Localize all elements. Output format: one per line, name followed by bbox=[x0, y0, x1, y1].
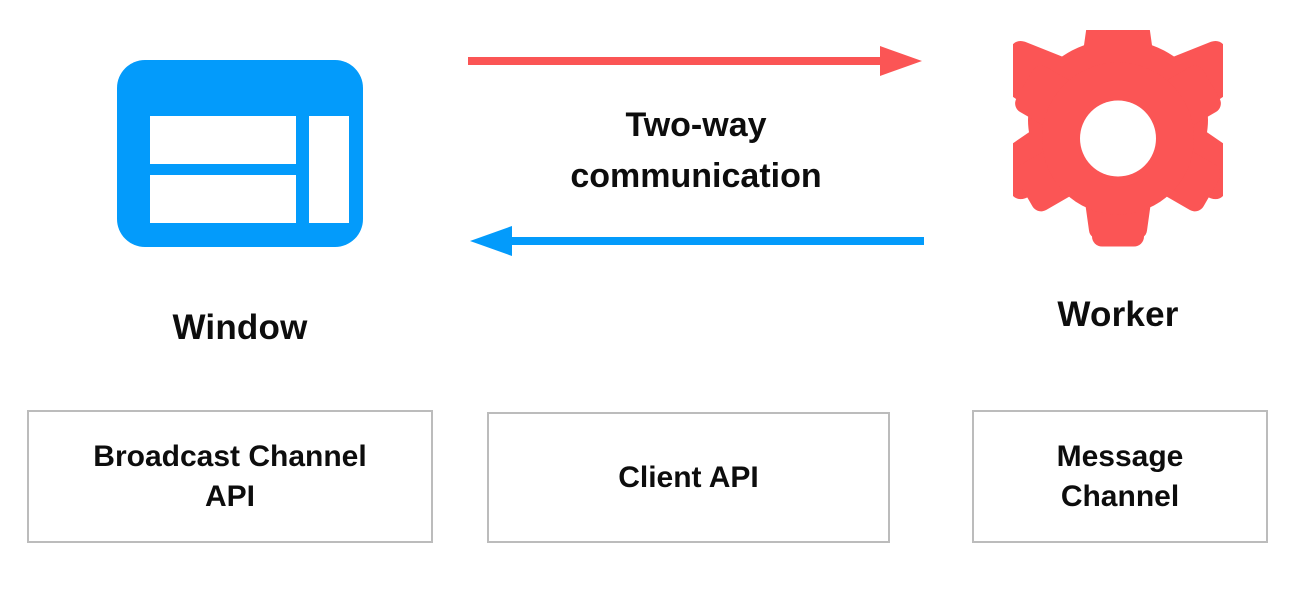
client-api-label: Client API bbox=[618, 460, 759, 494]
message-channel-label: Message Channel bbox=[1056, 439, 1184, 513]
client-api-box[interactable]: Client API bbox=[487, 412, 890, 543]
two-way-communication-label-line-2: communication bbox=[570, 157, 822, 195]
window-node-label: Window bbox=[172, 308, 308, 347]
gear-icon bbox=[991, 1, 1245, 247]
browser-window-icon bbox=[117, 60, 363, 247]
worker-node-label: Worker bbox=[1057, 295, 1179, 334]
two-way-communication-label-line-1: Two-way bbox=[625, 106, 767, 144]
two-way-communication-label: Two-way communication bbox=[500, 100, 892, 202]
message-channel-box[interactable]: Message Channel bbox=[972, 410, 1268, 543]
arrow-left-icon bbox=[466, 222, 926, 260]
broadcast-channel-api-label: Broadcast Channel API bbox=[93, 439, 367, 513]
arrow-right-icon bbox=[466, 42, 926, 80]
broadcast-channel-api-box[interactable]: Broadcast Channel API bbox=[27, 410, 433, 543]
